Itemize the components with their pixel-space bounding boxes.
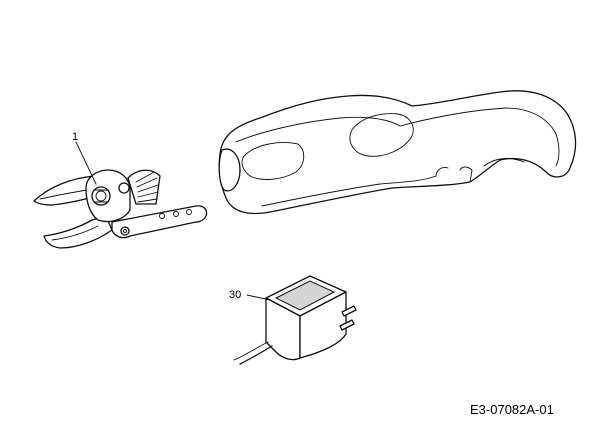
callout-leader-30 [246, 294, 271, 301]
callout-label-1: 1 [72, 131, 78, 143]
pruning-shear-head-icon[interactable] [33, 169, 208, 249]
callout-label-30: 30 [229, 289, 241, 301]
shear-handle-icon[interactable] [218, 90, 577, 215]
charger-adapter-icon[interactable] [233, 275, 357, 365]
callout-leader-1 [75, 141, 97, 185]
drawing-code: E3-07082A-01 [470, 402, 554, 417]
